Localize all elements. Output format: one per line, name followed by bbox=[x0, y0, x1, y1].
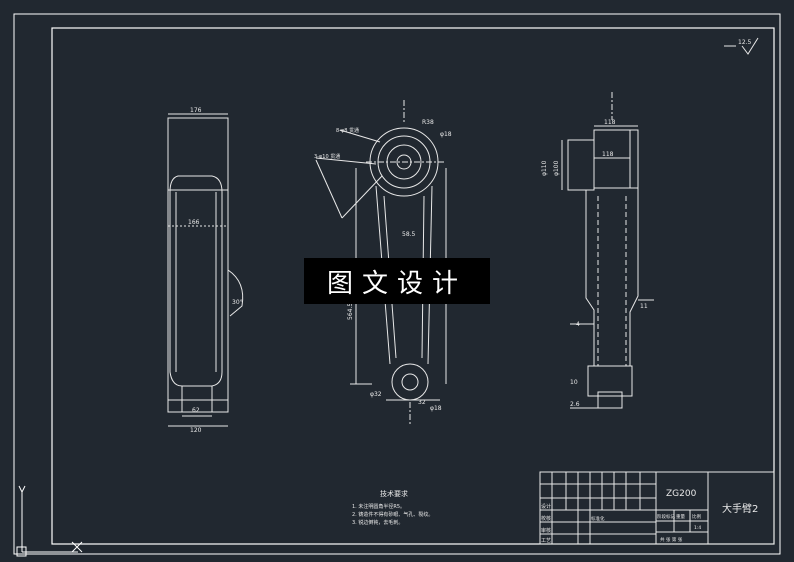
dim-right-small: 11 bbox=[640, 303, 648, 310]
title-block bbox=[539, 471, 775, 545]
dim-front-note2: 3-φ10 贯通 bbox=[314, 153, 340, 160]
dim-right-bottom: 2.6 bbox=[570, 401, 580, 408]
dim-side-mid-width: 166 bbox=[188, 219, 200, 226]
dim-right-bottom-left: 10 bbox=[570, 379, 578, 386]
surface-finish-value: 12.5 bbox=[738, 39, 752, 46]
tech-requirement-2: 2. 铸造件不得有砂眼、气孔、裂纹。 bbox=[352, 511, 433, 518]
title-row-2: 校核 bbox=[541, 515, 551, 522]
dim-side-angle: 30° bbox=[232, 299, 243, 306]
front-view bbox=[315, 100, 447, 426]
dim-right-dia1: φ110 bbox=[541, 160, 548, 176]
title-row-4: 工艺 bbox=[541, 538, 551, 544]
dim-front-bottom-width: 32 bbox=[418, 399, 426, 406]
title-cell-b: 阶段标记 bbox=[657, 513, 675, 520]
title-part-name: 大手臂2 bbox=[722, 502, 758, 515]
title-sheet-row: 共 张 第 张 bbox=[660, 536, 683, 543]
dim-side-bottom-width: 120 bbox=[190, 427, 202, 434]
side-view bbox=[167, 113, 244, 427]
dim-right-dia2: φ100 bbox=[553, 160, 560, 176]
tech-requirements-heading: 技术要求 bbox=[380, 489, 408, 498]
title-cell-a: 标准化 bbox=[591, 515, 605, 522]
dim-right-small-4: 4 bbox=[576, 321, 580, 328]
right-view bbox=[561, 92, 654, 409]
dim-front-hole-top: φ18 bbox=[440, 131, 452, 138]
dim-front-note1: 8-φ8 贯通 bbox=[336, 127, 359, 134]
tech-requirement-1: 1. 未注明圆角半径R5。 bbox=[352, 503, 405, 510]
dim-side-slot: 62 bbox=[192, 407, 200, 414]
dim-front-center: 58.5 bbox=[402, 231, 416, 238]
title-material: ZG200 bbox=[666, 489, 697, 499]
surface-finish-symbol bbox=[724, 37, 759, 55]
dim-front-hole-bottom2: φ18 bbox=[430, 405, 442, 412]
tech-requirement-3: 3. 锐边倒钝，去毛刺。 bbox=[352, 519, 403, 526]
title-row-3: 审核 bbox=[541, 527, 551, 534]
dim-front-length: 564.5 bbox=[347, 303, 354, 320]
dim-right-top: 118 bbox=[604, 119, 616, 126]
title-row-1: 设计 bbox=[541, 503, 551, 510]
ucs-icon bbox=[16, 485, 83, 557]
dim-right-mid: 118 bbox=[602, 151, 614, 158]
dim-front-hole-bottom: φ32 bbox=[370, 391, 382, 398]
drawing-frame bbox=[13, 13, 781, 555]
dim-side-top-width: 176 bbox=[190, 107, 202, 114]
watermark-text: 图文设计 bbox=[326, 268, 467, 299]
title-cell-c: 重量 bbox=[676, 513, 685, 520]
title-cell-d: 比例 bbox=[692, 513, 701, 520]
title-scale: 1:4 bbox=[694, 525, 701, 531]
watermark-box: 图文设计 bbox=[304, 258, 490, 304]
dim-front-r: R38 bbox=[422, 119, 434, 126]
